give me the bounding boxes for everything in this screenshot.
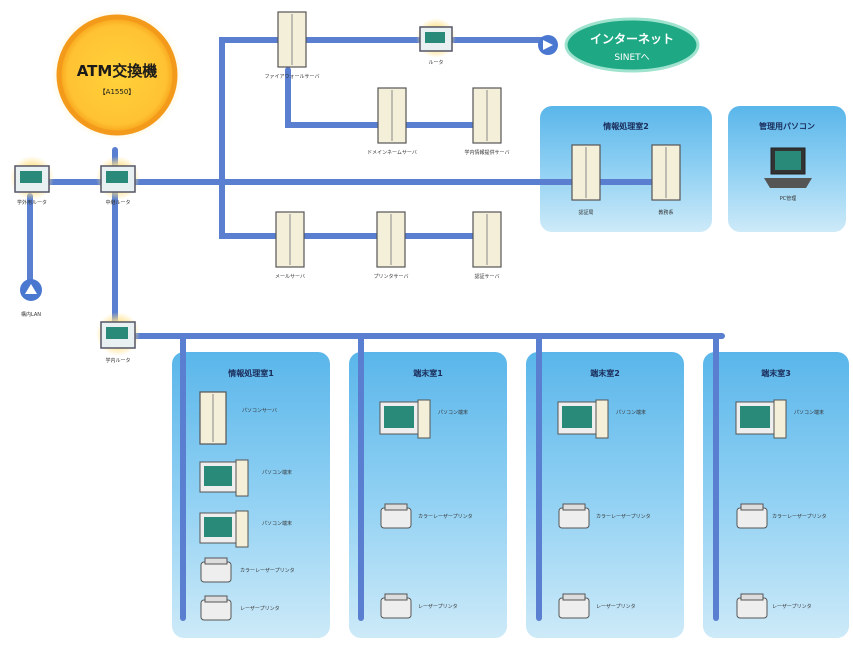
panel-lab1: [349, 352, 507, 638]
server-a-label: ドメインネームサーバ: [367, 150, 417, 156]
lab3-pc: パソコン端末: [735, 399, 824, 439]
panel-lab2-title: 端末室2: [590, 368, 620, 378]
file-server-label: 認証サーバ: [475, 273, 500, 280]
lab3-pc-label: パソコン端末: [794, 409, 824, 416]
panel-info1: [172, 352, 330, 638]
lab2-pc-label: パソコン端末: [616, 409, 646, 416]
server-info: 学内情報提供サーバ: [465, 87, 510, 156]
panel-lab3: [703, 352, 849, 638]
panel-info2-title: 情報処理室2: [602, 121, 649, 131]
laser-printer-label-a: レーザープリンタ: [240, 605, 280, 612]
lab3-laser-printer-label: レーザープリンタ: [772, 603, 812, 610]
internet-line1: インターネット: [590, 32, 674, 46]
internet-badge: インターネット SINETへ: [564, 17, 700, 73]
lab1-pc-label: パソコン端末: [438, 409, 468, 416]
lab1-color-printer-label: カラーレーザープリンタ: [418, 513, 473, 520]
top-router-label: ルータ: [428, 59, 443, 66]
server-b-label: 学内情報提供サーバ: [465, 149, 510, 156]
lab2-laser-printer-label: レーザープリンタ: [596, 603, 636, 610]
print-server-label: プリンタサーバ: [374, 273, 409, 280]
server-info2-b: 教務系: [651, 144, 681, 216]
internet-line2: SINETへ: [614, 53, 649, 63]
admin-laptop: PC管理: [764, 147, 812, 202]
lab3-color-printer-label: カラーレーザープリンタ: [772, 513, 827, 520]
info1-server: パソコンサーバ: [199, 391, 277, 445]
server-firewall: ファイアウォールサーバ: [265, 11, 320, 80]
panel-lab2: [526, 352, 684, 638]
router-left: 学外用ルータ: [10, 156, 54, 206]
lab1-laser-printer-label: レーザープリンタ: [418, 603, 458, 610]
server-mail: メールサーバ: [275, 211, 305, 280]
info1-pc-1: パソコン端末: [199, 459, 292, 497]
pc-terminal-label-a: パソコン端末: [262, 469, 292, 476]
info1-printer-color: カラーレーザープリンタ: [200, 557, 295, 583]
color-printer-label-a: カラーレーザープリンタ: [240, 567, 295, 574]
lab3-printer-color: カラーレーザープリンタ: [736, 503, 827, 529]
server-info2-a: 認証局: [571, 144, 601, 216]
core-router-label: 中継ルータ: [105, 199, 130, 206]
router-campus: 学内ルータ: [96, 312, 140, 364]
info1-pc-2: パソコン端末: [199, 510, 292, 548]
lab3-printer-laser: レーザープリンタ: [736, 593, 812, 619]
pc-terminal-label-b: パソコン端末: [262, 520, 292, 527]
panel-admin-title: 管理用パソコン: [759, 121, 815, 131]
pc-server-label: パソコンサーバ: [242, 408, 277, 414]
campus-router-label: 学内ルータ: [105, 357, 130, 364]
info2-srv1-label: 認証局: [578, 209, 593, 216]
server-auth: 認証サーバ: [472, 211, 502, 280]
lab1-pc: パソコン端末: [379, 399, 468, 439]
admin-pc-label: PC管理: [780, 195, 797, 202]
lab1-printer-color: カラーレーザープリンタ: [380, 503, 473, 529]
info2-srv2-label: 教務系: [658, 209, 673, 216]
left-router-label: 学外用ルータ: [17, 199, 47, 206]
atm-switch: ATM交換機 【A1550】: [51, 9, 183, 141]
campus-link-label: 構内LAN: [21, 311, 41, 318]
lab1-printer-laser: レーザープリンタ: [380, 593, 458, 619]
router-core: 中継ルータ: [96, 156, 140, 206]
lab2-printer-color: カラーレーザープリンタ: [558, 503, 651, 529]
info1-printer-laser: レーザープリンタ: [200, 595, 280, 621]
lab2-pc: パソコン端末: [557, 399, 646, 439]
lab2-printer-laser: レーザープリンタ: [558, 593, 636, 619]
panel-lab3-title: 端末室3: [761, 368, 791, 378]
atm-model: 【A1550】: [99, 88, 136, 96]
server-print: プリンタサーバ: [374, 211, 409, 280]
panel-lab1-title: 端末室1: [413, 368, 443, 378]
server-dns: ドメインネームサーバ: [367, 87, 417, 156]
mail-server-label: メールサーバ: [275, 274, 305, 280]
firewall-label: ファイアウォールサーバ: [265, 73, 320, 80]
atm-title: ATM交換機: [77, 62, 158, 80]
router-top: ルータ: [416, 18, 456, 66]
lab2-color-printer-label: カラーレーザープリンタ: [596, 513, 651, 520]
panel-info1-title: 情報処理室1: [227, 368, 274, 378]
